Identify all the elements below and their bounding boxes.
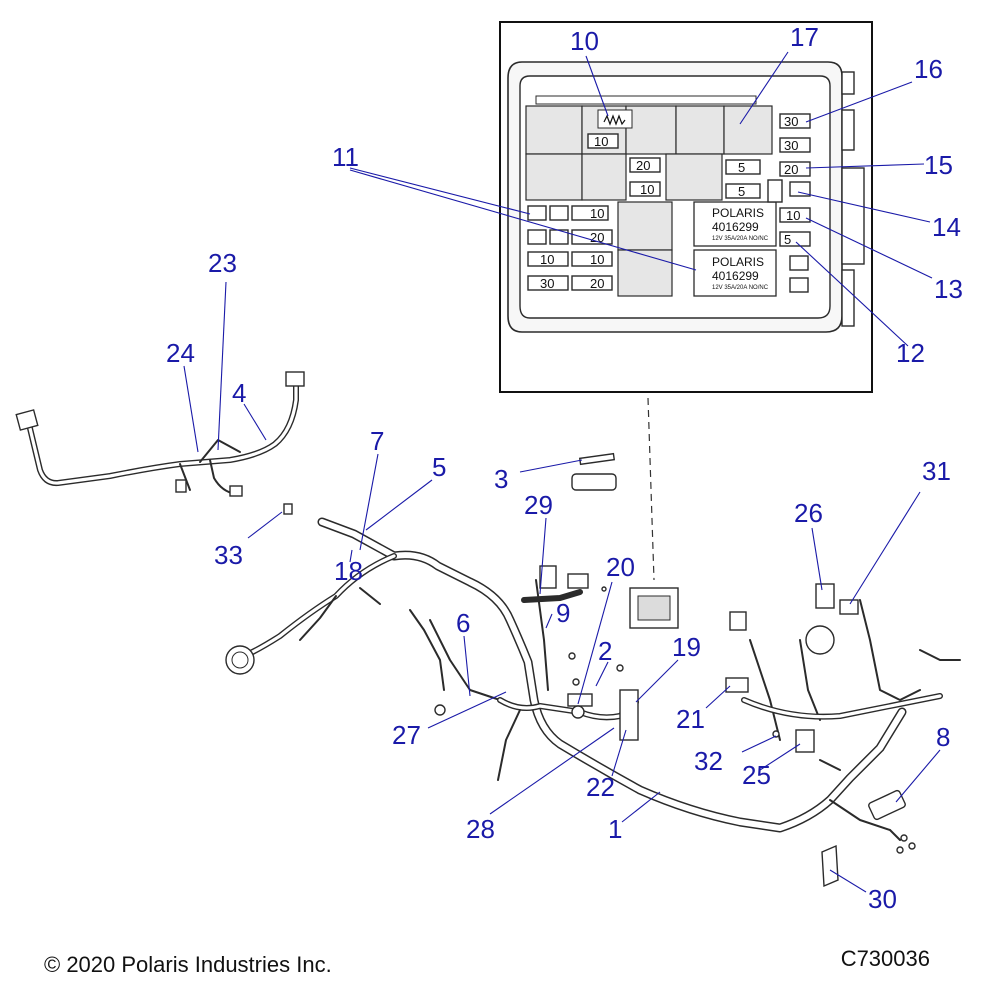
relay-1-part: 4016299 [712, 220, 759, 234]
callout-9: 9 [556, 598, 570, 628]
callout-12: 12 [896, 338, 925, 368]
callout-4: 4 [232, 378, 246, 408]
fuse-label: 20 [636, 158, 650, 173]
callout-13: 13 [934, 274, 963, 304]
fuse-label: 30 [540, 276, 554, 291]
callout-25: 25 [742, 760, 771, 790]
callout-27: 27 [392, 720, 421, 750]
callout-16: 16 [914, 54, 943, 84]
leader-lines [183, 51, 941, 893]
callout-24: 24 [166, 338, 195, 368]
callout-2: 2 [598, 636, 612, 666]
callout-8: 8 [936, 722, 950, 752]
callout-10: 10 [570, 26, 599, 56]
fuse-label: 10 [540, 252, 554, 267]
callout-33: 33 [214, 540, 243, 570]
callout-30: 30 [868, 884, 897, 914]
callout-20: 20 [606, 552, 635, 582]
relay-2-brand: POLARIS [712, 255, 764, 269]
callout-1: 1 [608, 814, 622, 844]
callout-6: 6 [456, 608, 470, 638]
callout-15: 15 [924, 150, 953, 180]
callout-17: 17 [790, 22, 819, 52]
diagram-code: C730036 [840, 946, 930, 971]
inset-link-line [647, 397, 655, 581]
callout-3: 3 [494, 464, 508, 494]
callout-11: 11 [332, 142, 359, 172]
fuse-label: 10 [590, 252, 604, 267]
callout-18: 18 [334, 556, 363, 586]
callouts: 1 2 3 4 5 6 7 8 9 10 11 12 13 14 15 16 1… [166, 22, 963, 914]
fuse-label: 30 [784, 138, 798, 153]
callout-23: 23 [208, 248, 237, 278]
callout-21: 21 [676, 704, 705, 734]
front-harness-4 [15, 371, 305, 497]
fuse-label: 5 [784, 232, 791, 247]
fuse-label: 5 [738, 184, 745, 199]
callout-5: 5 [432, 452, 446, 482]
callout-14: 14 [932, 212, 961, 242]
copyright-notice: © 2020 Polaris Industries Inc. [44, 952, 332, 977]
fuse-label: 10 [590, 206, 604, 221]
fuse-label: 20 [784, 162, 798, 177]
callout-29: 29 [524, 490, 553, 520]
callout-7: 7 [370, 426, 384, 456]
callout-19: 19 [672, 632, 701, 662]
parts-cluster [283, 452, 916, 888]
fuse-label: 5 [738, 160, 745, 175]
relay-1-brand: POLARIS [712, 206, 764, 220]
fuse-label: 10 [786, 208, 800, 223]
callout-32: 32 [694, 746, 723, 776]
fuse-label: 20 [590, 230, 604, 245]
relay-2: POLARIS 4016299 12V 35A/20A NO/NC [693, 249, 777, 297]
fuse-box-inset: POLARIS 4016299 12V 35A/20A NO/NC POLARI… [499, 21, 873, 393]
callout-22: 22 [586, 772, 615, 802]
fuse-label: 30 [784, 114, 798, 129]
fuse-label: 20 [590, 276, 604, 291]
callout-26: 26 [794, 498, 823, 528]
relay-2-part: 4016299 [712, 269, 759, 283]
relay-1-rating: 12V 35A/20A NO/NC [712, 236, 769, 242]
relay-2-rating: 12V 35A/20A NO/NC [712, 285, 769, 291]
callout-28: 28 [466, 814, 495, 844]
fuse-label: 10 [640, 182, 654, 197]
relay-1: POLARIS 4016299 12V 35A/20A NO/NC [693, 201, 777, 247]
fuse-slots: 10 30 30 20 20 10 5 5 10 10 20 20 10 [527, 95, 811, 293]
fuse-label: 10 [594, 134, 608, 149]
callout-31: 31 [922, 456, 951, 486]
